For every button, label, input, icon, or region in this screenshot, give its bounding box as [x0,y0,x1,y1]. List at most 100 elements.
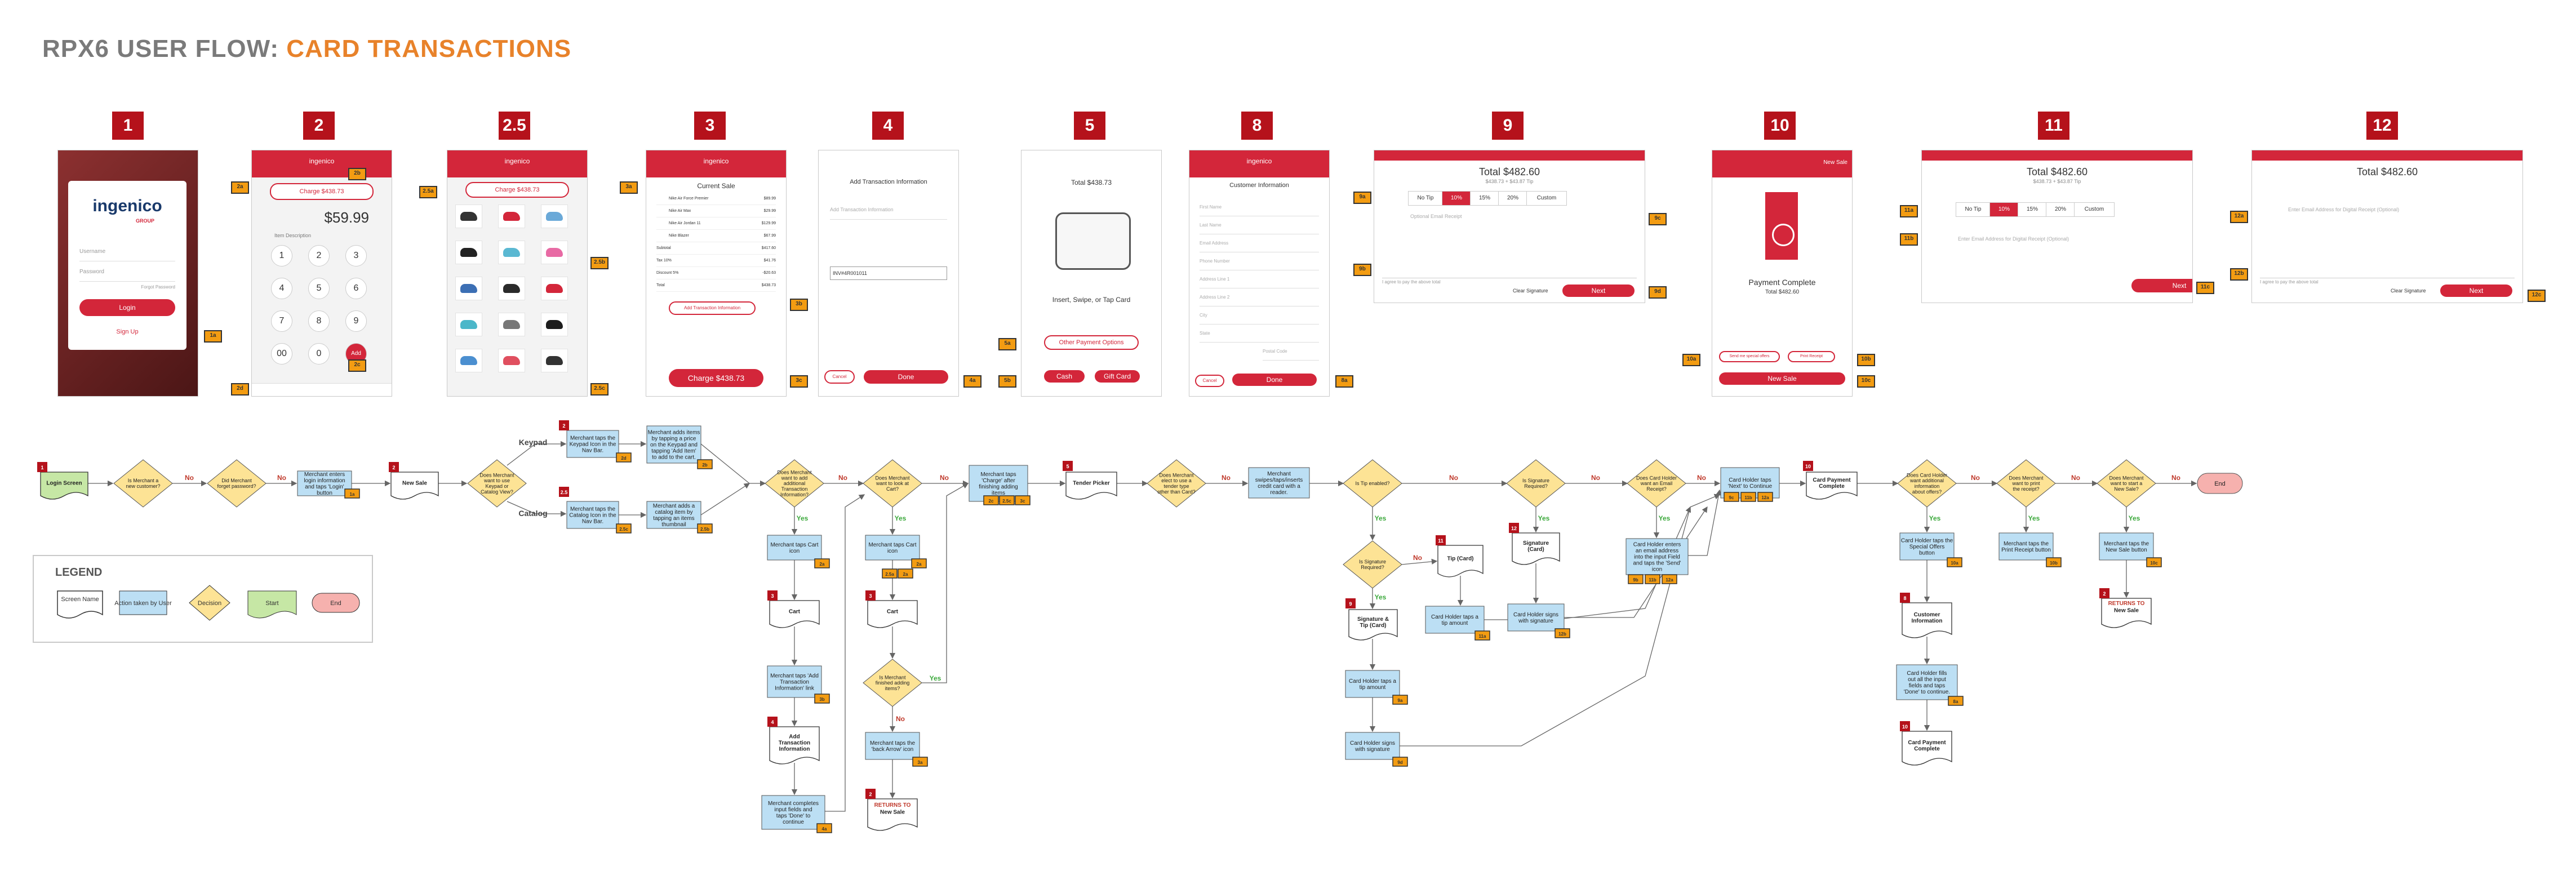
customer-input-field[interactable]: Phone Number [1200,259,1319,270]
flow-reference-tag: 10c [2146,557,2162,567]
username-field[interactable]: Username [79,248,175,261]
tip-option[interactable]: 10% [1442,191,1471,206]
email-receipt-field[interactable]: Optional Email Receipt [1410,214,1462,219]
tip-option[interactable]: Custom [1526,191,1567,206]
item-name: Nike Blazer [669,234,689,238]
screen-12-signature: Total $482.60 Enter Email Address for Di… [2251,150,2523,303]
reference-tag: 5a [998,338,1016,350]
keypad-key[interactable]: 5 [308,278,330,299]
customer-input-field[interactable]: Postal Code [1263,349,1319,361]
charge-button[interactable]: Charge $438.73 [270,183,374,200]
other-payment-button[interactable]: Other Payment Options [1044,335,1139,350]
tip-option[interactable]: 15% [1470,191,1499,206]
catalog-item[interactable] [455,313,482,336]
node-label: Cart [887,609,899,615]
catalog-item[interactable] [498,277,525,300]
clear-signature-button[interactable]: Clear Signature [2391,288,2426,294]
keypad-key[interactable]: 4 [271,278,292,299]
catalog-item[interactable] [541,313,568,336]
cancel-button[interactable]: Cancel [1195,375,1224,387]
clear-signature-button[interactable]: Clear Signature [1513,288,1548,294]
flow-reference-tag: 9c [1724,492,1739,502]
total-label: Total $482.60 [1478,166,1540,177]
special-offers-button[interactable]: Send me special offers [1719,351,1780,362]
screen-ref-badge: 2 [389,462,399,472]
forgot-password-link[interactable]: Forgot Password [141,285,175,290]
catalog-item[interactable] [541,277,568,300]
next-button[interactable]: Next [1562,285,1635,297]
keypad-key[interactable]: 00 [271,343,292,365]
catalog-branch-label: Catalog [518,509,547,518]
customer-input-field[interactable]: Address Line 1 [1200,277,1319,288]
customer-input-field[interactable]: First Name [1200,205,1319,216]
sale-line-item: Total$438.73 [656,281,776,292]
keypad-key[interactable]: 1 [271,245,292,266]
catalog-item[interactable] [541,205,568,228]
catalog-item[interactable] [498,205,525,228]
keypad-key[interactable]: 2 [308,245,330,266]
next-button[interactable]: Next [2131,279,2192,292]
invoice-field[interactable]: INV#4R001011 [830,266,947,280]
keypad-key[interactable]: 0 [308,343,330,365]
email-receipt-field[interactable]: Enter Email Address for Digital Receipt … [1958,236,2069,242]
tip-option[interactable]: 15% [2018,202,2047,217]
done-button[interactable]: Done [864,370,948,384]
customer-input-field[interactable]: Email Address [1200,241,1319,252]
catalog-item[interactable] [455,205,482,228]
charge-button[interactable]: Charge $438.73 [669,369,763,387]
catalog-item[interactable] [498,241,525,264]
password-field[interactable]: Password [79,269,175,282]
catalog-item[interactable] [455,349,482,372]
catalog-item[interactable] [541,241,568,264]
signature-line[interactable]: I agree to pay the above total [2260,278,2515,285]
customer-input-field[interactable]: Address Line 2 [1200,295,1319,306]
tip-option[interactable]: Custom [2074,202,2115,217]
keypad-key[interactable]: 9 [345,310,367,332]
signature-line[interactable]: I agree to pay the above total [1382,278,1637,285]
yes-label: Yes [1538,514,1550,522]
done-button[interactable]: Done [1232,374,1317,386]
keypad-key[interactable]: 6 [345,278,367,299]
login-button[interactable]: Login [79,299,175,316]
gift-card-button[interactable]: Gift Card [1095,370,1140,383]
customer-input-field[interactable]: Last Name [1200,223,1319,234]
next-button[interactable]: Next [2440,285,2512,297]
catalog-item[interactable] [455,277,482,300]
node-label: Cart [789,609,801,615]
email-receipt-field[interactable]: Enter Email Address for Digital Receipt … [2288,207,2400,212]
tip-option[interactable]: 20% [1498,191,1527,206]
keypad-key[interactable]: 7 [271,310,292,332]
customer-input-field[interactable]: City [1200,313,1319,325]
print-receipt-button[interactable]: Print Receipt [1788,351,1835,362]
c-sigreq-no [1401,558,1438,565]
catalog-item[interactable] [498,349,525,372]
item-price: -$20.63 [762,271,776,275]
catalog-item[interactable] [455,241,482,264]
customer-input-field[interactable]: State [1200,331,1319,343]
flow-tap-offers-shape [1899,532,1955,561]
tip-option[interactable]: No Tip [1408,191,1443,206]
tag-label: 2c [989,499,994,504]
add-transaction-info-button[interactable]: Add Transaction Information [669,301,756,315]
legend-decision-shape [189,585,230,621]
keypad-key[interactable]: 8 [308,310,330,332]
transaction-info-field[interactable]: Add Transaction Information [830,207,947,220]
charge-button[interactable]: Charge $438.73 [465,182,569,198]
new-sale-link[interactable]: New Sale [1823,159,1847,166]
new-sale-button[interactable]: New Sale [1719,372,1845,385]
cash-button[interactable]: Cash [1044,370,1085,383]
catalog-item[interactable] [541,349,568,372]
item-price: $417.60 [761,246,776,250]
item-description[interactable]: Item Description [274,233,312,238]
cancel-button[interactable]: Cancel [824,370,855,384]
catalog-item[interactable] [498,313,525,336]
keypad-key[interactable]: 3 [345,245,367,266]
signup-link[interactable]: Sign Up [116,328,139,335]
tip-option[interactable]: 20% [2046,202,2075,217]
tip-option[interactable]: No Tip [1956,202,1991,217]
